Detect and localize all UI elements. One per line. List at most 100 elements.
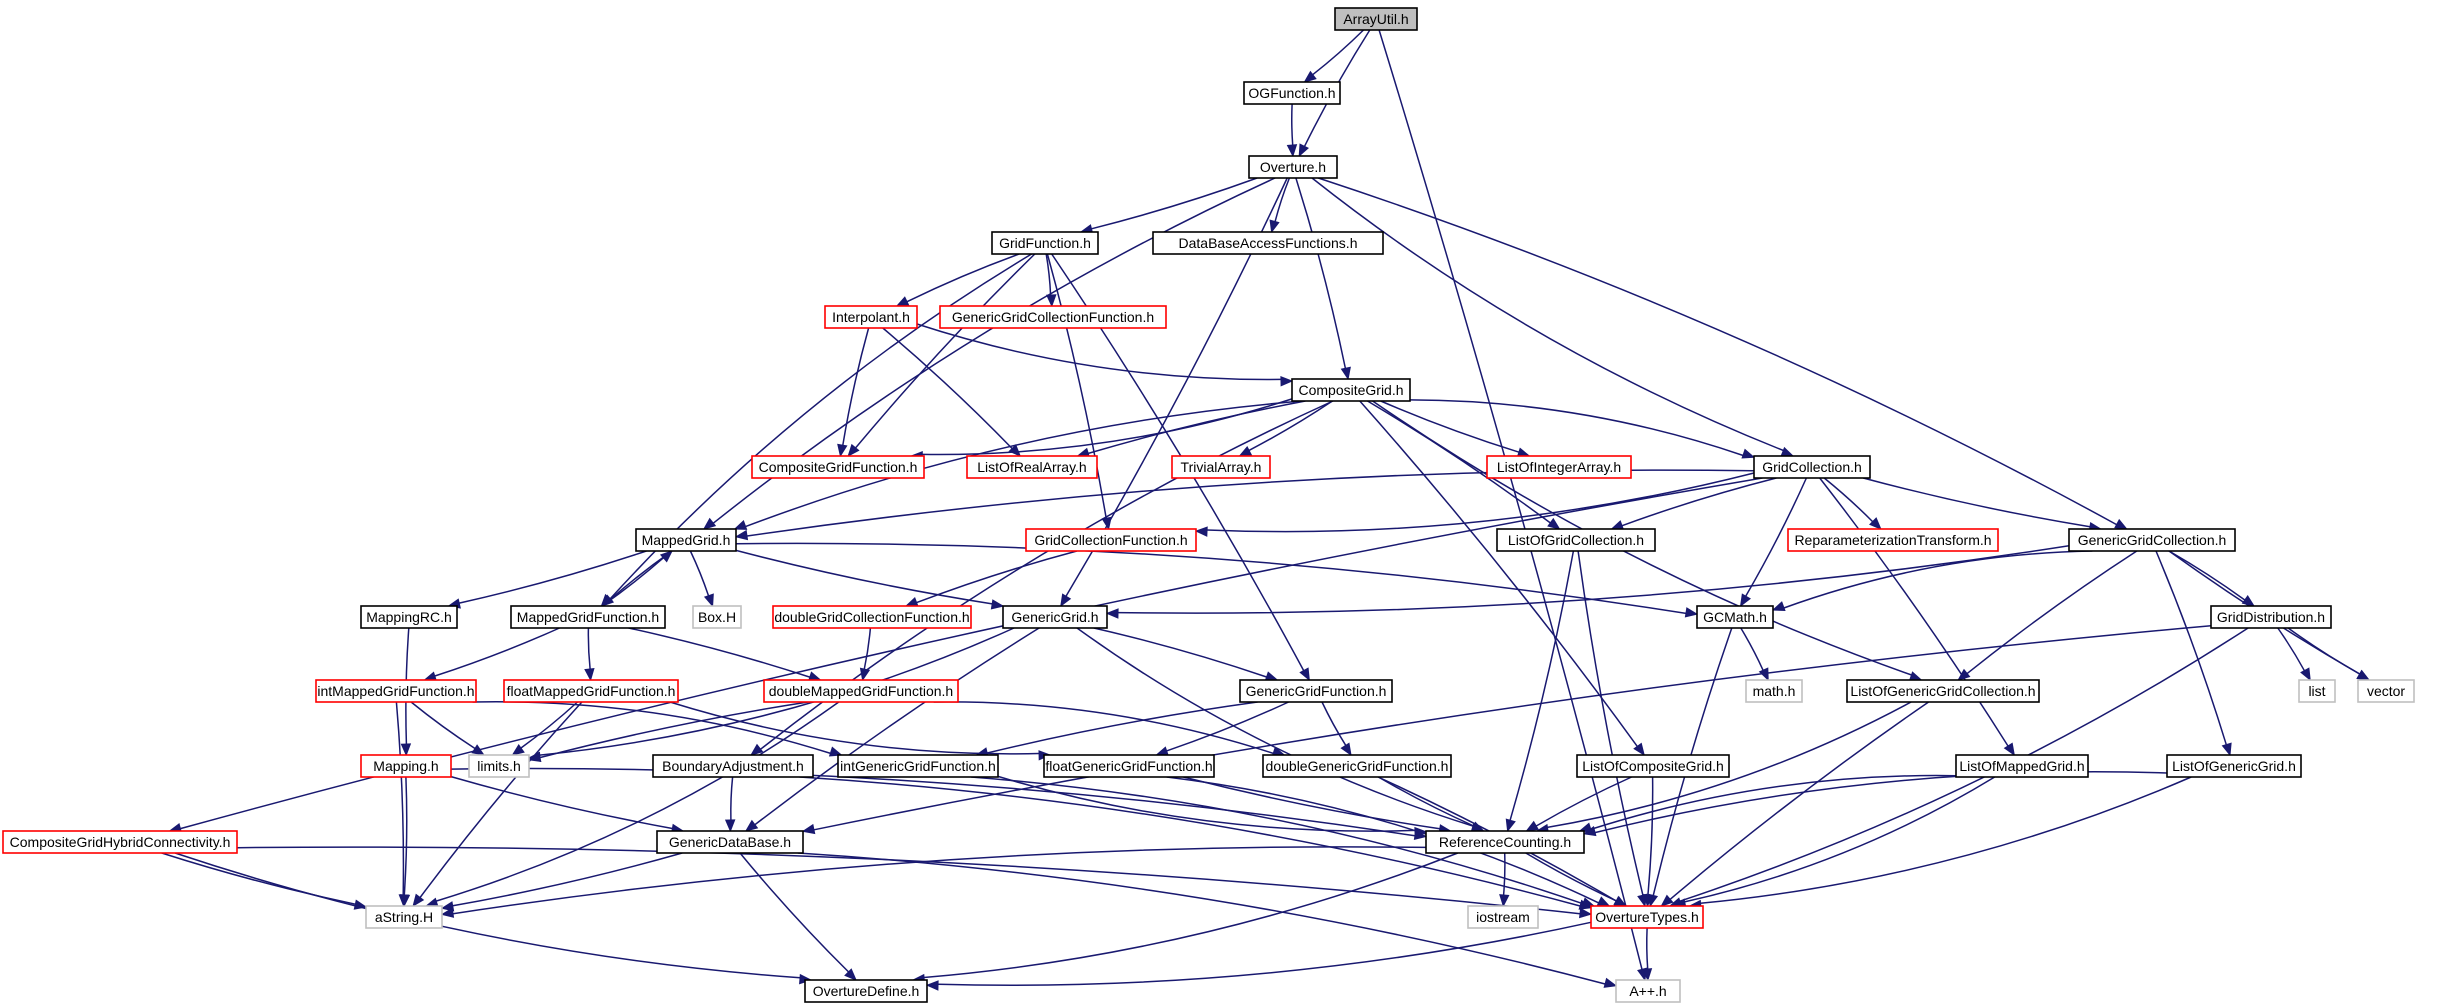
arrowhead-boundaryadj-to-genericdatabase — [724, 819, 736, 833]
node-doublemgf[interactable]: doubleMappedGridFunction.h — [763, 679, 959, 703]
arrowhead-overture-to-mappedgrid — [702, 517, 717, 530]
node-listofintegerarray[interactable]: ListOfIntegerArray.h — [1486, 455, 1632, 479]
node-listofgenericgrid[interactable]: ListOfGenericGrid.h — [2166, 754, 2302, 778]
node-overture[interactable]: Overture.h — [1248, 155, 1338, 179]
node-box — [2, 830, 238, 854]
edge-genericgrid-to-refcounting — [1076, 627, 1474, 827]
edge-listofggc-to-overturetypes — [1669, 701, 1930, 900]
edge-genericgridfunction-to-doubleggf — [1321, 701, 1347, 746]
node-box — [1425, 830, 1585, 854]
nodes-layer: ArrayUtil.hOGFunction.hOverture.hGridFun… — [2, 7, 2415, 1003]
node-cgfunction[interactable]: CompositeGridFunction.h — [751, 455, 925, 479]
node-box — [2357, 679, 2415, 703]
arrowhead-mapping-to-astring — [399, 894, 411, 908]
edge-genericdatabase-to-overturedefine — [739, 852, 850, 973]
arrowhead-ogfunction-to-overture — [1286, 144, 1298, 158]
edge-listofgridcollection-to-refcounting — [1509, 550, 1575, 821]
edge-overture-to-gridcollection — [1311, 177, 1784, 452]
node-box — [2298, 679, 2336, 703]
node-label: ListOfIntegerArray.h — [1497, 459, 1621, 475]
edge-overture-to-genericgridcollection — [1318, 177, 2117, 526]
node-doublegcf[interactable]: doubleGridCollectionFunction.h — [772, 605, 972, 629]
node-list[interactable]: list — [2298, 679, 2336, 703]
node-box — [1745, 679, 1803, 703]
node-ogfunction[interactable]: OGFunction.h — [1243, 81, 1341, 105]
edge-genericgridfunction-to-intggf — [987, 701, 1258, 754]
arrowhead-griddistribution-to-genericdatabase — [801, 823, 816, 835]
node-refcounting[interactable]: ReferenceCounting.h — [1425, 830, 1585, 854]
node-astring[interactable]: aString.H — [365, 905, 443, 929]
node-label: ListOfMappedGrid.h — [1959, 758, 2084, 774]
node-gcmath[interactable]: GCMath.h — [1696, 605, 1774, 629]
node-doubleggf[interactable]: doubleGenericGridFunction.h — [1262, 754, 1452, 778]
node-listofcompositegrid[interactable]: ListOfCompositeGrid.h — [1576, 754, 1730, 778]
edge-doublemgf-to-astring — [435, 701, 840, 902]
node-floatggf[interactable]: floatGenericGridFunction.h — [1043, 754, 1215, 778]
node-compositegrid[interactable]: CompositeGrid.h — [1291, 378, 1411, 402]
node-label: BoundaryAdjustment.h — [662, 758, 804, 774]
node-label: GenericDataBase.h — [669, 834, 791, 850]
node-boundaryadj[interactable]: BoundaryAdjustment.h — [652, 754, 814, 778]
node-iostream[interactable]: iostream — [1467, 905, 1539, 929]
node-appp[interactable]: A++.h — [1615, 979, 1681, 1003]
arrowhead-overture-to-genericgridcollection — [2114, 518, 2128, 530]
node-ggcfunction[interactable]: GenericGridCollectionFunction.h — [939, 305, 1167, 329]
arrowhead-floatggf-to-overturetypes — [1596, 896, 1611, 907]
node-mappingrc[interactable]: MappingRC.h — [360, 605, 458, 629]
node-genericdatabase[interactable]: GenericDataBase.h — [656, 830, 804, 854]
edge-floatggf-to-refcounting — [1183, 776, 1440, 830]
edge-compositegrid-to-mappedgrid — [745, 400, 1303, 528]
node-genericgridcollection[interactable]: GenericGridCollection.h — [2068, 528, 2236, 552]
node-box — [1615, 979, 1681, 1003]
arrowhead-overturetypes-to-overturedefine — [925, 980, 939, 991]
node-listofgridcollection[interactable]: ListOfGridCollection.h — [1496, 528, 1656, 552]
node-genericgridfunction[interactable]: GenericGridFunction.h — [1239, 679, 1393, 703]
node-intggf[interactable]: intGenericGridFunction.h — [837, 754, 999, 778]
node-boxh[interactable]: Box.H — [692, 605, 742, 629]
node-label: MappedGridFunction.h — [517, 609, 659, 625]
edge-compositegrid-to-listofcompositegrid — [1359, 400, 1638, 747]
node-griddistribution[interactable]: GridDistribution.h — [2210, 605, 2332, 629]
node-gcfunction[interactable]: GridCollectionFunction.h — [1025, 528, 1197, 552]
node-limits[interactable]: limits.h — [468, 754, 530, 778]
node-cghybrid[interactable]: CompositeGridHybridConnectivity.h — [2, 830, 238, 854]
arrowhead-compositegrid-to-gridcollection — [1741, 448, 1756, 459]
edge-doublemgf-to-doubleggf — [933, 701, 1274, 755]
node-label: Mapping.h — [373, 758, 438, 774]
edge-listofcompositegrid-to-refcounting — [1535, 776, 1632, 827]
node-label: limits.h — [477, 758, 521, 774]
node-label: CompositeGrid.h — [1298, 382, 1403, 398]
node-gridfunction[interactable]: GridFunction.h — [991, 231, 1099, 255]
node-gridcollection[interactable]: GridCollection.h — [1753, 455, 1871, 479]
node-overturetypes[interactable]: OvertureTypes.h — [1590, 905, 1704, 929]
arrowhead-gridcollection-to-gcfunction — [1194, 526, 1208, 537]
node-dbaccess[interactable]: DataBaseAccessFunctions.h — [1152, 231, 1384, 255]
node-interpolant[interactable]: Interpolant.h — [824, 305, 918, 329]
node-box — [1955, 754, 2089, 778]
node-reparam[interactable]: ReparameterizationTransform.h — [1787, 528, 1999, 552]
node-listofrealarray[interactable]: ListOfRealArray.h — [966, 455, 1098, 479]
node-listofmappedgrid[interactable]: ListOfMappedGrid.h — [1955, 754, 2089, 778]
node-arrayutil[interactable]: ArrayUtil.h — [1334, 7, 1418, 31]
edge-doublemgf-to-limits — [539, 701, 809, 759]
node-trivialarray[interactable]: TrivialArray.h — [1171, 455, 1271, 479]
node-mappedgridfunction[interactable]: MappedGridFunction.h — [510, 605, 666, 629]
node-genericgrid[interactable]: GenericGrid.h — [1002, 605, 1108, 629]
node-box — [1248, 155, 1338, 179]
node-intmgf[interactable]: intMappedGridFunction.h — [315, 679, 477, 703]
node-box — [360, 754, 452, 778]
node-mappedgrid[interactable]: MappedGrid.h — [635, 528, 737, 552]
arrowhead-interpolant-to-compositegrid — [1280, 375, 1294, 387]
node-floatmgf[interactable]: floatMappedGridFunction.h — [503, 679, 679, 703]
node-vector[interactable]: vector — [2357, 679, 2415, 703]
node-label: GridCollectionFunction.h — [1034, 532, 1187, 548]
edge-refcounting-to-astring — [452, 846, 1427, 915]
arrowhead-mappedgridfunction-to-mappedgrid — [659, 550, 673, 563]
arrowhead-overturetypes-to-appp — [1641, 968, 1653, 982]
arrowhead-cghybrid-to-overturetypes — [1579, 907, 1593, 919]
node-label: OGFunction.h — [1248, 85, 1335, 101]
node-overturedefine[interactable]: OvertureDefine.h — [804, 979, 928, 1003]
node-mapping[interactable]: Mapping.h — [360, 754, 452, 778]
node-listofggc[interactable]: ListOfGenericGridCollection.h — [1846, 679, 2040, 703]
node-mathh[interactable]: math.h — [1745, 679, 1803, 703]
